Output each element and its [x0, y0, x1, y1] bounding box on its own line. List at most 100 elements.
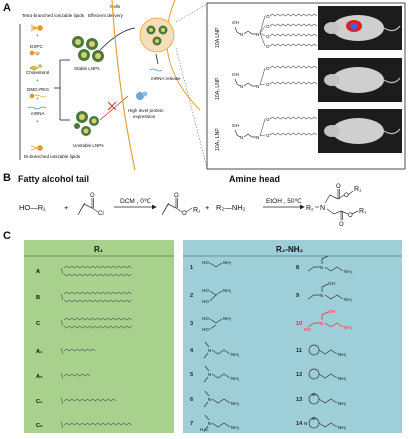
high-level-label-2: expression	[133, 114, 156, 119]
lipid-tail	[269, 33, 317, 37]
endosome	[139, 17, 175, 53]
r1-item-label: A	[36, 269, 40, 275]
ho-r1: HO—R₁	[19, 203, 46, 212]
component-dmg-peg: DMG-PEG	[27, 87, 49, 92]
mouse-body	[332, 118, 384, 144]
lipid-tail	[269, 43, 317, 47]
amine-head-title: Amine head	[229, 174, 280, 184]
high-level-label-1: High level protein	[128, 108, 164, 113]
core-bonds	[234, 78, 256, 87]
mouse-head	[324, 74, 340, 86]
atom-n: N	[240, 84, 243, 89]
product-structure	[315, 189, 359, 220]
r2-item-label: 12	[296, 372, 302, 378]
atom-n: N	[320, 321, 323, 326]
protein-expression-icon	[136, 91, 148, 100]
mouse-tail	[383, 128, 401, 135]
atom-nh2: NH₂	[344, 325, 353, 330]
ester-r1: R₁	[193, 207, 201, 214]
cholesterol-icon	[29, 64, 42, 71]
atom-n: N	[256, 84, 259, 89]
r1-item-label: A₁	[36, 349, 43, 355]
atom-o: O	[312, 416, 316, 421]
atom-o: O	[266, 82, 270, 87]
r1-item: A₁	[36, 347, 96, 355]
atom-n: N	[240, 135, 243, 140]
atom-n: N	[304, 421, 307, 426]
component-mrna: mRNA	[31, 111, 45, 116]
dmg-peg-icon	[29, 93, 47, 99]
product-n: N	[320, 205, 325, 212]
mouse-tail	[383, 77, 401, 84]
atom-nh2: NH₂	[231, 401, 240, 406]
linker	[259, 118, 266, 137]
plus-1: +	[36, 33, 39, 38]
plus-b1: +	[64, 203, 69, 212]
atom-nh2: NH₂	[338, 425, 347, 430]
lipid-tail	[269, 132, 317, 136]
acryloyl-chloride	[77, 198, 99, 216]
product-r1-bottom: R₁	[359, 208, 367, 215]
atom-ho: HO	[304, 327, 311, 332]
plus-b2: +	[205, 203, 210, 212]
alkyl-chain	[63, 348, 96, 352]
attachment-mark	[61, 293, 63, 301]
product-o-ester1: O	[344, 193, 349, 199]
ester-o-top: O	[174, 193, 179, 199]
r2-item-label: 10	[296, 321, 302, 327]
dspc-icon	[29, 50, 41, 56]
lipid-components: Tetra-branched ionizable lipids + DSPC +…	[22, 13, 85, 159]
atom-oh: OH	[232, 123, 239, 128]
r2-title: R₂-NH₂	[276, 245, 304, 254]
attachment-mark	[61, 267, 63, 275]
unstable-lnps-label: Unstable LNPs	[73, 143, 104, 148]
lnp-row-label: 10A LNP	[215, 27, 221, 48]
panel-c-letter: C	[3, 230, 11, 242]
atom-o: O	[266, 133, 270, 138]
r1-item: A	[36, 265, 132, 277]
atom-nh2: NH₂	[223, 288, 232, 293]
product-r2: R₂	[306, 205, 314, 212]
attachment-mark	[61, 397, 63, 405]
fatty-tail-title: Fatty alcohol tail	[18, 174, 89, 184]
atom-nh2: NH₂	[231, 352, 240, 357]
cell-membrane-inner	[166, 0, 201, 111]
r2-item-label: 9	[296, 293, 299, 299]
plus-5: +	[36, 119, 39, 124]
atom-ho: HO	[202, 327, 209, 332]
atom-n: N	[256, 32, 259, 37]
chain-upper	[63, 265, 132, 269]
atom-o: O	[266, 66, 270, 71]
r2-item-label: 2	[190, 293, 193, 299]
component-cholesterol: Cholesterol	[26, 70, 49, 75]
lipid-tail	[269, 81, 317, 85]
component-di: Di-branched ionizable lipids	[24, 154, 81, 159]
component-tetra: Tetra-branched ionizable lipids	[22, 13, 85, 18]
atom-nh2: NH₂	[223, 260, 232, 265]
r1-item-label: A₂	[36, 374, 43, 380]
r2-item-label: 5	[190, 372, 193, 378]
delivery-arrow	[99, 27, 136, 51]
acrylate-ester	[161, 198, 193, 216]
linker	[259, 83, 266, 86]
attachment-mark	[61, 372, 63, 380]
atom-n: N	[208, 348, 211, 353]
attachment-mark	[61, 319, 63, 327]
plus-3: +	[36, 78, 39, 83]
lipid-tail	[269, 23, 317, 27]
acryl-o: O	[90, 193, 95, 199]
linker	[259, 15, 266, 34]
cell-membrane	[111, 0, 136, 171]
linker	[259, 67, 266, 86]
product-o-ester2: O	[348, 213, 353, 219]
atom-oh: OH	[328, 281, 335, 286]
zoom-line-top	[175, 3, 208, 23]
lnp-row-label: 10A₁ LNP	[215, 77, 221, 100]
release-arrow	[155, 53, 159, 65]
etoh-condition: EtOH , 50℃	[266, 198, 303, 205]
core-bonds	[234, 129, 256, 138]
